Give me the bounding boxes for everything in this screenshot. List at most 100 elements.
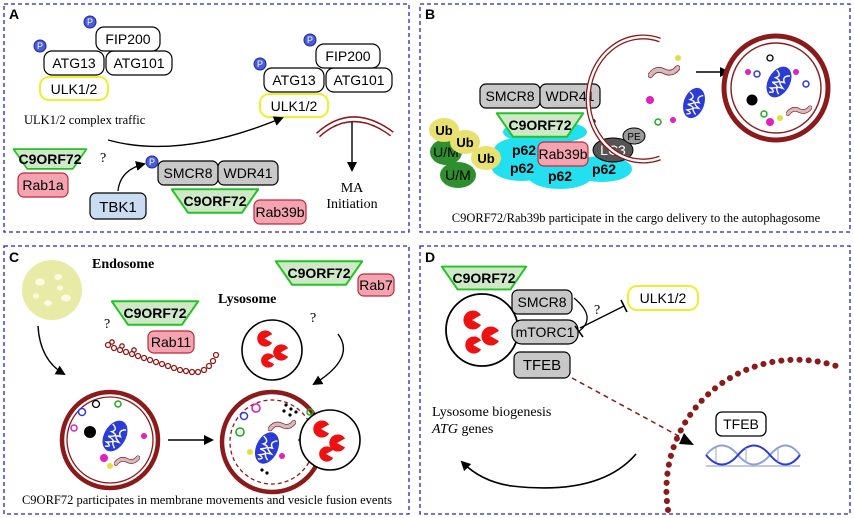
a-rab39b-box	[253, 199, 307, 225]
c-rab11-box	[147, 330, 195, 354]
d-atg-label: ATG	[431, 422, 458, 437]
d-ulk12-box	[627, 285, 699, 311]
a-atg101-label-2: ATG101	[333, 72, 384, 88]
a-phospho-3	[303, 33, 317, 47]
a-wdr41-box	[217, 160, 279, 186]
d-atg-genes-label: ATG genes	[431, 422, 493, 437]
b-ub-3	[471, 146, 501, 170]
a-ulk12-box	[39, 76, 109, 101]
a-ulk12-box-2	[259, 93, 329, 118]
panel-b-letter: B	[425, 6, 435, 22]
b-p62-label-2: p62	[510, 160, 534, 176]
a-phospho-4	[253, 57, 267, 71]
b-p62-label-1: p62	[512, 142, 536, 158]
a-question: ?	[100, 151, 106, 166]
d-lysosome	[445, 293, 519, 367]
c-lysosome	[241, 319, 303, 381]
a-ulk12-label-2: ULK1/2	[271, 98, 318, 114]
d-biogenesis-label: Lysosome biogenesis	[432, 405, 551, 420]
c-arrow-2	[312, 333, 345, 386]
c-membrane-tubule	[104, 339, 220, 376]
a-ulk12-label: ULK1/2	[51, 81, 98, 97]
a-tbk1-label: TBK1	[99, 199, 137, 216]
panel-d-border	[419, 245, 851, 515]
b-ub-label-2: Ub	[456, 135, 473, 150]
a-initiation-label: Initiation	[326, 197, 377, 212]
a-phospho-5-label: P	[149, 157, 155, 167]
b-ub-label-1: Ub	[435, 123, 452, 138]
a-phospho-3-label: P	[307, 35, 313, 45]
a-rab1a-box	[17, 172, 69, 198]
a-traffic-label: ULK1/2 complex traffic	[24, 113, 146, 127]
a-ma-label: MA	[341, 181, 364, 196]
d-c9orf72-label: C9ORF72	[452, 270, 515, 286]
b-wdr41-label: WDR41	[545, 88, 594, 104]
d-genes-label: genes	[458, 422, 493, 437]
c-question: ?	[104, 317, 110, 332]
b-p62-label-3: p62	[548, 168, 572, 184]
b-mito	[678, 84, 710, 122]
a-smcr8-label: SMCR8	[163, 165, 212, 181]
a-atg13-label-2: ATG13	[272, 72, 316, 88]
panel-d-letter: D	[425, 249, 435, 265]
panel-c-letter: C	[9, 249, 19, 265]
b-pe	[622, 127, 646, 145]
b-rab39b-label: Rab39b	[538, 146, 587, 162]
d-ulk12-label: ULK1/2	[640, 290, 687, 306]
d-mtorc1-label: mTORC1	[516, 324, 575, 340]
c-rab7-label: Rab7	[359, 277, 393, 293]
a-phospho-4-label: P	[257, 59, 263, 69]
a-atg101-label: ATG101	[113, 55, 164, 71]
c-question-2: ?	[310, 311, 316, 326]
b-c9orf72-label: C9ORF72	[508, 117, 571, 133]
b-caption: C9ORF72/Rab39b participate in the cargo …	[452, 211, 821, 225]
d-tfeb-box	[513, 351, 571, 379]
a-phospho-1	[83, 15, 97, 29]
c-arrow-1	[37, 325, 66, 376]
a-phospho-1-label: P	[87, 17, 93, 27]
panel-a-letter: A	[9, 6, 19, 22]
d-tfeb-nucleus-box	[715, 411, 767, 437]
d-tfeb-label: TFEB	[523, 357, 561, 374]
c-c9orf72-label-2: C9ORF72	[287, 265, 350, 281]
a-fip200-box-2	[315, 43, 381, 69]
a-rab1a-label: Rab1a	[22, 177, 63, 193]
b-smcr8-label: SMCR8	[485, 88, 534, 104]
a-phospho-2	[33, 39, 47, 53]
d-tfeb-translocation	[571, 377, 687, 441]
b-ub-1	[429, 118, 459, 142]
panel-d: D C9ORF72 SMCR8 mTORC1 TFEB ? ULK1/2	[425, 249, 845, 513]
a-fip200-label: FIP200	[105, 31, 150, 47]
c-caption: C9ORF72 participates in membrane movemen…	[22, 493, 392, 507]
c-rab11-label: Rab11	[151, 334, 191, 350]
a-atg13-box-2	[263, 67, 325, 93]
panel-a-border	[3, 3, 410, 233]
d-biogenesis-arrow	[460, 453, 637, 489]
b-pe-label: PE	[627, 132, 641, 143]
a-fip200-box	[95, 26, 161, 52]
panel-c: C Endosome C9ORF72 ? Rab11	[9, 249, 395, 507]
b-cargo-worm	[650, 68, 677, 75]
b-um-label-2: U/M	[445, 167, 471, 183]
b-ub-2	[450, 130, 480, 154]
d-ulk-inhibit	[579, 305, 625, 329]
panel-c-border	[3, 245, 410, 515]
b-wdr41-box	[539, 83, 601, 109]
c-c9orf72-label: C9ORF72	[123, 305, 186, 321]
a-rab39b-label: Rab39b	[255, 204, 304, 220]
a-c9orf72-complex-label: C9ORF72	[183, 193, 246, 209]
panel-b: B p62 p62 p62 p62 U/M U/M Ub Ub Ub SMCR8…	[425, 6, 831, 225]
a-c9orf72-label: C9ORF72	[18, 151, 81, 167]
d-smcr8-inhibit	[573, 297, 588, 333]
a-traffic-arrow	[107, 116, 284, 148]
c-rab7-box	[357, 273, 395, 297]
c-endosome-label: Endosome	[92, 257, 154, 272]
d-question: ?	[594, 303, 600, 318]
a-fip200-label-2: FIP200	[325, 48, 370, 64]
panel-a: A ULK1/2 ATG13 ATG101 FIP200 P P ULK1/2 …	[9, 6, 394, 225]
a-wdr41-label: WDR41	[223, 165, 272, 181]
b-um-2	[440, 162, 476, 188]
d-smcr8-label: SMCR8	[517, 294, 566, 310]
c-endosome	[22, 260, 82, 320]
